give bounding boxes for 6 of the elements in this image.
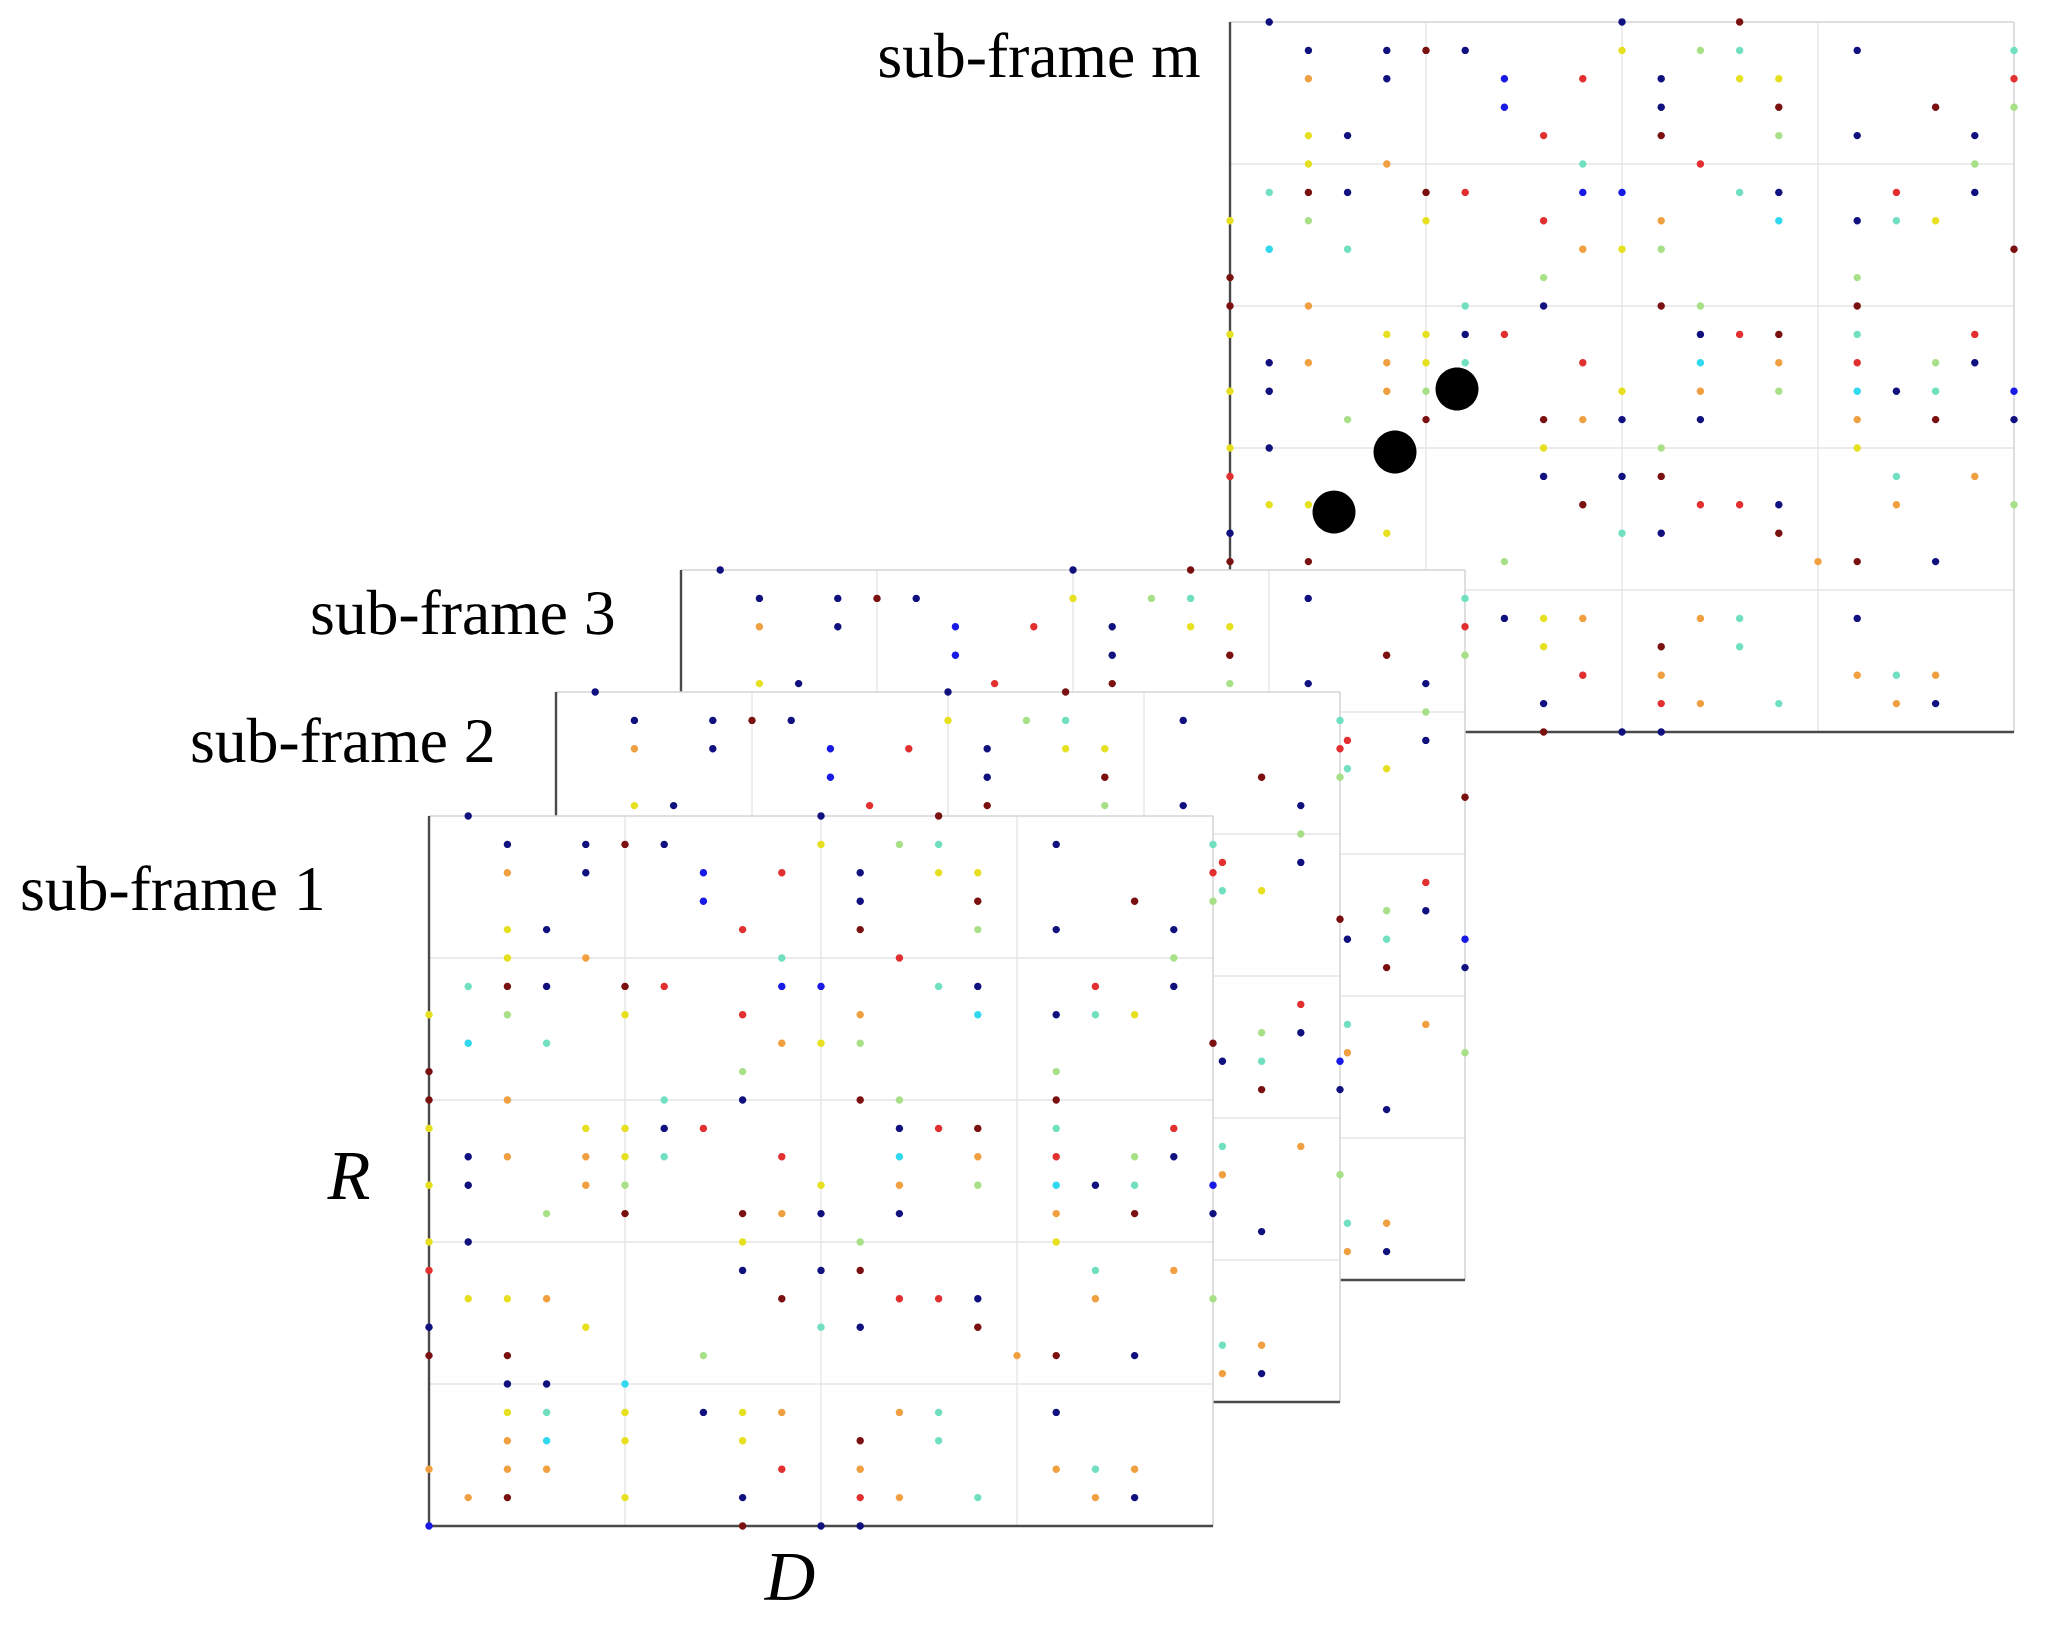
axis-label: D (763, 1554, 815, 1600)
frame-title: sub-frame m (880, 32, 1200, 78)
frame-title: sub-frame 3 (312, 589, 614, 635)
frame-title: sub-frame 2 (192, 717, 493, 763)
axis-label: R (327, 1153, 370, 1199)
frame-title: sub-frame 1 (22, 865, 322, 911)
